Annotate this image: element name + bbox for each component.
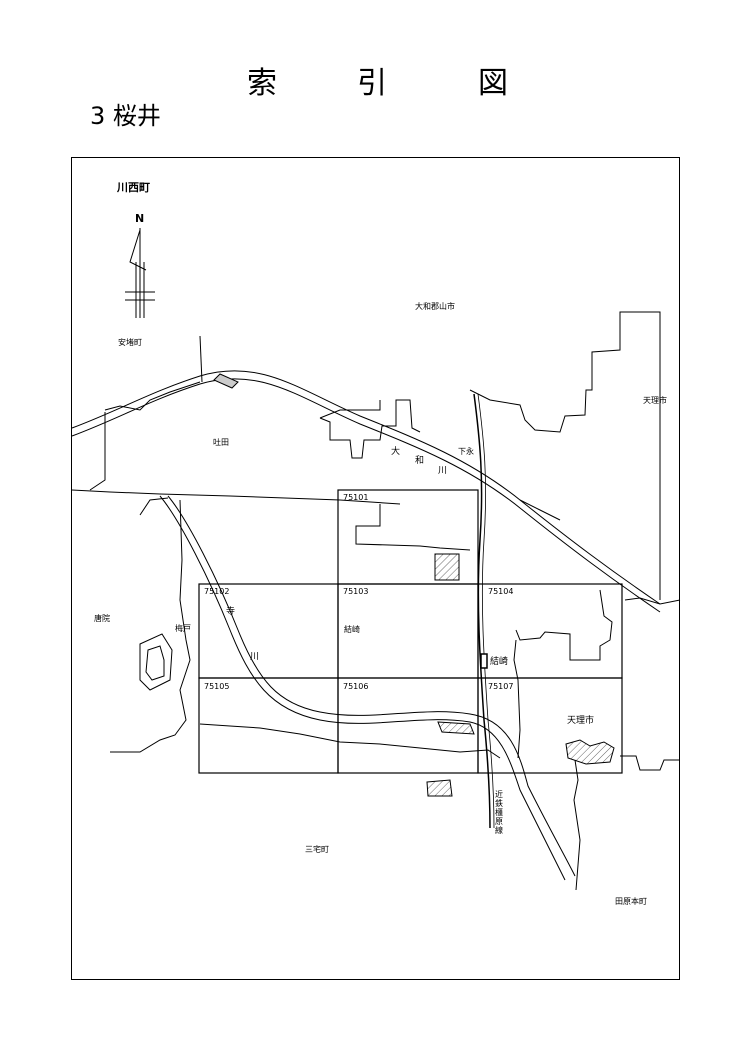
label-umedo: 梅戸 bbox=[175, 624, 191, 633]
label-miyake: 三宅町 bbox=[305, 845, 329, 854]
label-tera-river-1: 寺 bbox=[226, 607, 236, 617]
hatched-area bbox=[565, 739, 615, 765]
municipal-boundary bbox=[71, 311, 681, 891]
hatched-area bbox=[426, 779, 453, 797]
sheet-label-75102: 75102 bbox=[204, 587, 230, 596]
label-ando: 安堵町 bbox=[118, 338, 142, 347]
kintetsu-railway bbox=[473, 393, 495, 829]
label-tenri-ne: 天理市 bbox=[643, 396, 667, 405]
north-arrow-icon bbox=[125, 228, 155, 318]
sheet-label-75101: 75101 bbox=[343, 493, 369, 502]
hatched-area bbox=[437, 721, 475, 735]
label-tera-river-2: 川 bbox=[250, 652, 260, 662]
page-title: 索 引 図 bbox=[0, 66, 750, 106]
sheet-label-75105: 75105 bbox=[204, 682, 230, 691]
sheet-label-75107: 75107 bbox=[488, 682, 514, 691]
label-tenri-se: 天理市 bbox=[567, 716, 595, 726]
label-yuizaki-station: 結崎 bbox=[490, 657, 509, 667]
label-shimonaga: 下永 bbox=[458, 447, 474, 456]
label-toin: 唐院 bbox=[94, 614, 110, 623]
label-yuizaki-west: 結崎 bbox=[344, 625, 360, 634]
label-kintetsu-line: 近鉄橿原線 bbox=[495, 790, 503, 835]
label-yamato-river-2: 和 bbox=[415, 456, 425, 466]
subtitle: 3 桜井 bbox=[90, 102, 161, 130]
label-yamatokoriyama: 大和郡山市 bbox=[415, 302, 455, 311]
title-char-3: 図 bbox=[478, 66, 508, 101]
tera-river bbox=[159, 495, 576, 881]
title-char-2: 引 bbox=[357, 66, 387, 101]
title-char-1: 索 bbox=[247, 66, 277, 101]
sheet-label-75106: 75106 bbox=[343, 682, 369, 691]
north-label: N bbox=[135, 212, 145, 225]
label-hatta: 吐田 bbox=[213, 438, 229, 447]
label-yamato-river-3: 川 bbox=[438, 466, 448, 476]
pond-toin bbox=[139, 633, 173, 691]
label-kawanishi: 川西町 bbox=[117, 181, 150, 194]
sheet-label-75104: 75104 bbox=[488, 587, 514, 596]
hatched-area bbox=[434, 553, 460, 581]
yamato-river bbox=[71, 370, 661, 613]
label-tawaramoto: 田原本町 bbox=[615, 897, 647, 906]
label-yamato-river-1: 大 bbox=[391, 447, 401, 457]
sheet-label-75103: 75103 bbox=[343, 587, 369, 596]
sheet-grid bbox=[198, 489, 623, 774]
map-frame bbox=[71, 157, 680, 980]
